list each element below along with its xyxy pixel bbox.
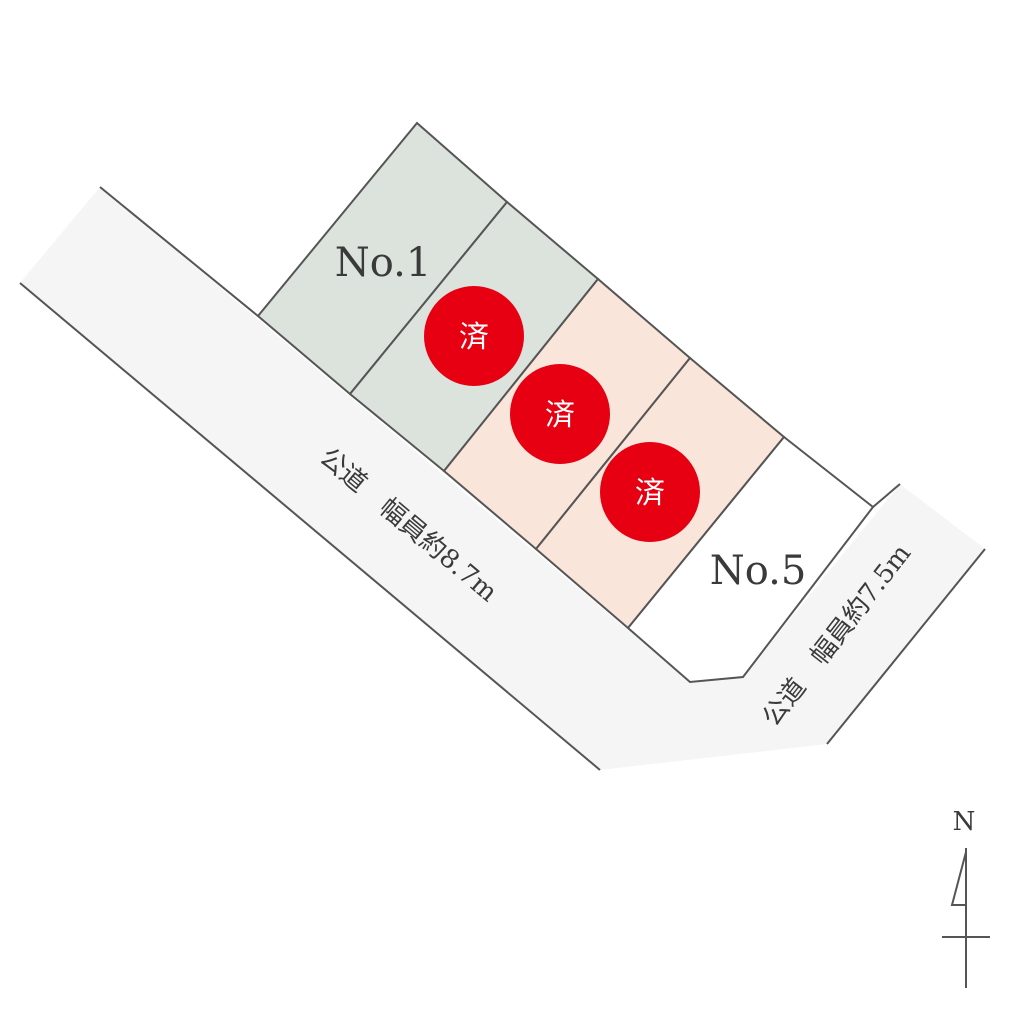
main-road-outer-edge — [19, 282, 601, 771]
sold-badge-text: 済 — [459, 320, 489, 355]
side-road-outer-edge — [826, 548, 986, 745]
sold-badge-circle — [510, 364, 610, 464]
north-label: N — [953, 807, 976, 837]
sold-badge-circle — [424, 286, 524, 386]
sold-badge-text: 済 — [545, 398, 575, 433]
side-road-inner-edge — [872, 483, 901, 508]
sold-badge-lot4: 済 — [600, 442, 700, 542]
lot-no5-label: No.5 — [710, 548, 807, 594]
main-road-inner-edge — [99, 186, 259, 317]
sold-badge-lot2: 済 — [424, 286, 524, 386]
sold-badge-circle — [600, 442, 700, 542]
main-road — [20, 187, 690, 770]
sold-badge-text: 済 — [635, 476, 665, 511]
lot-no5[interactable] — [626, 435, 875, 684]
north-arrow: N — [942, 807, 990, 988]
sold-badge-lot3: 済 — [510, 364, 610, 464]
north-arrow-head — [950, 851, 967, 906]
lot-no1-label: No.1 — [335, 240, 432, 286]
side-road — [600, 484, 985, 770]
